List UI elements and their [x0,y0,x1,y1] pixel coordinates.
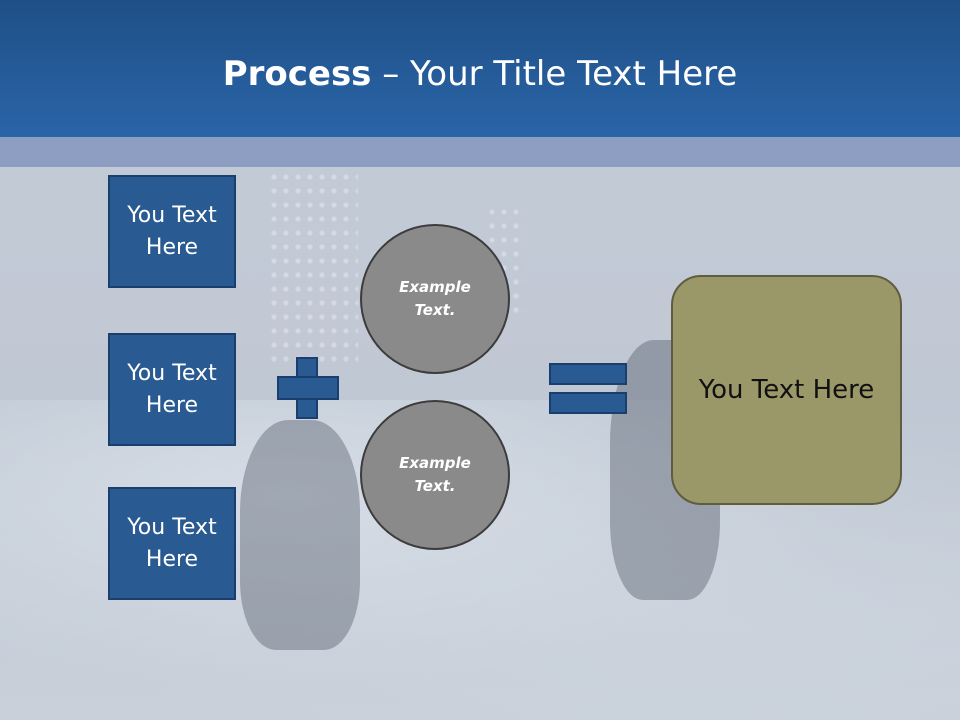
bubbles [268,170,358,370]
input-box-label: You Text Here [127,360,217,418]
input-box-2: You Text Here [108,333,236,446]
equals-bottom-bar [549,392,627,414]
input-box-label: You Text Here [127,202,217,260]
title-rest: – Your Title Text Here [371,54,738,94]
circle-label: Example Text. [399,454,471,495]
result-label: You Text Here [698,375,875,405]
input-box-3: You Text Here [108,487,236,600]
slide-title: Process – Your Title Text Here [0,52,960,96]
title-bar [0,0,960,137]
equals-top-bar [549,363,627,385]
title-underline-band [0,137,960,167]
example-circle-1: Example Text. [360,224,510,374]
example-circle-2: Example Text. [360,400,510,550]
title-bold: Process [222,54,372,94]
plus-center [298,378,316,398]
input-box-label: You Text Here [127,514,217,572]
circle-label: Example Text. [399,278,471,319]
diver-silhouette [240,420,360,650]
input-box-1: You Text Here [108,175,236,288]
result-box: You Text Here [671,275,902,505]
